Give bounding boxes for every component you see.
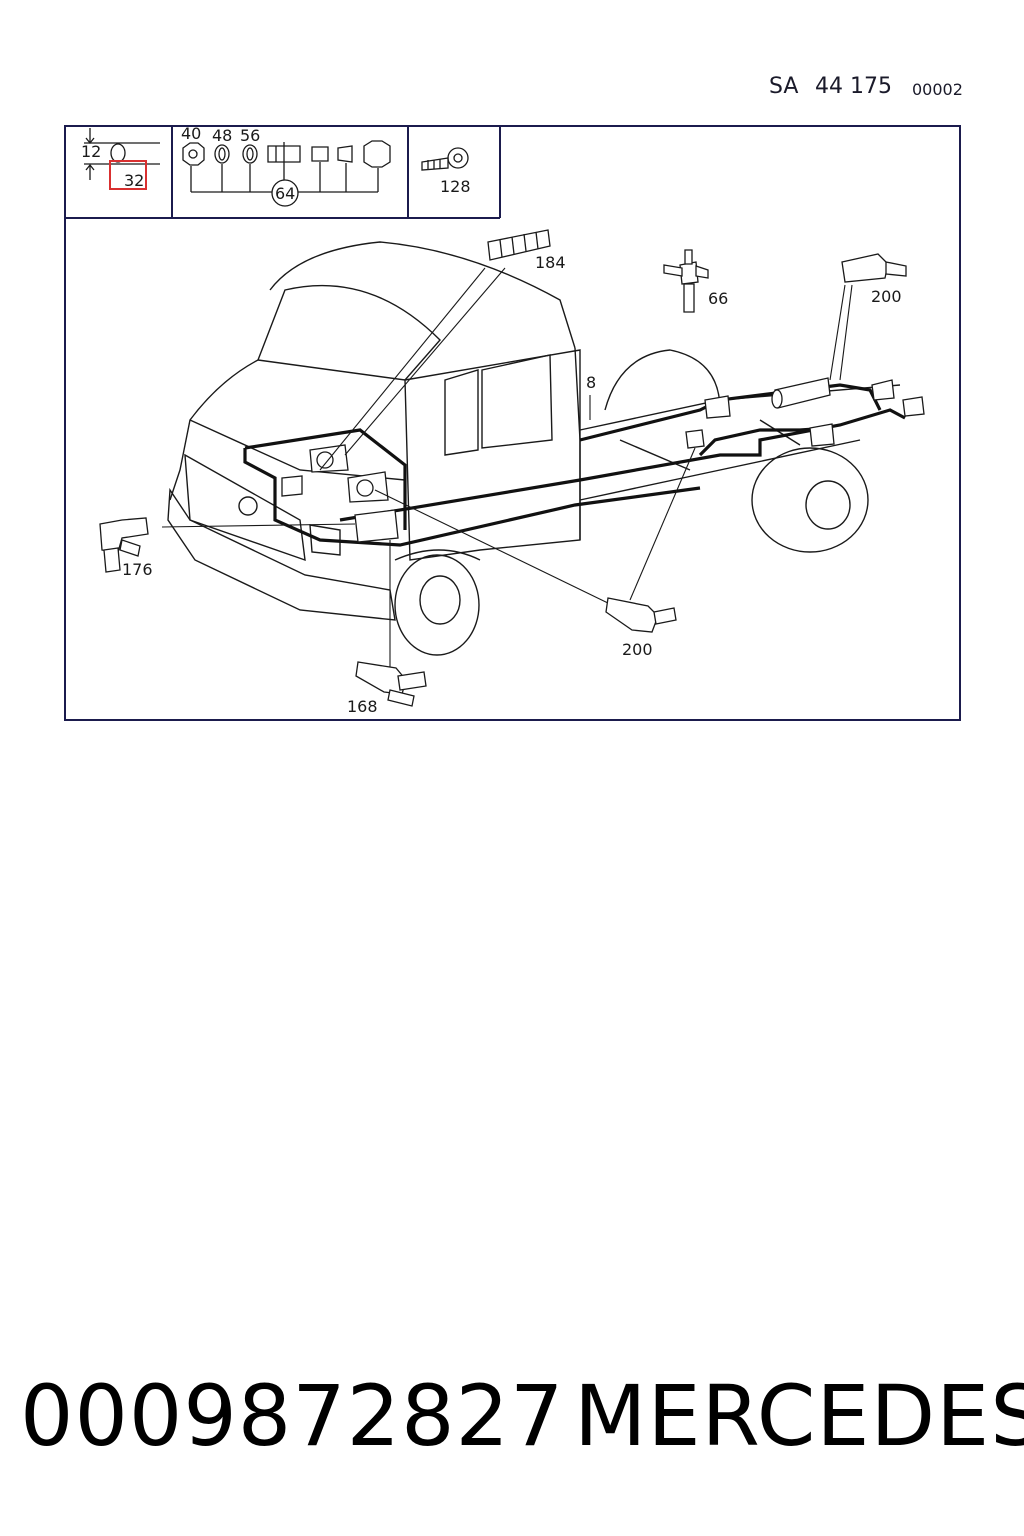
truck-drawing [167, 241, 901, 656]
elbow-200-top-icon [841, 253, 889, 283]
front-wheel [394, 554, 480, 656]
callout-66: 66 [708, 289, 728, 308]
sleeve-icon [311, 146, 329, 162]
callout-48: 48 [212, 126, 232, 145]
sa-number: 44 175 [815, 74, 892, 99]
modulator-icon [354, 509, 399, 543]
olive-icon [337, 145, 353, 163]
tee-66-icon [679, 261, 699, 285]
rear-wheel [751, 447, 869, 553]
reservoir-icon [774, 377, 831, 409]
banjo-fitting-icon [421, 147, 469, 171]
bumper [167, 487, 396, 621]
callout-200-top: 200 [871, 287, 902, 306]
callout-8: 8 [586, 373, 596, 392]
callout-176: 176 [122, 560, 153, 579]
ring-56-icon [242, 144, 258, 164]
elbow-200-bottom-icon [605, 597, 659, 633]
highlight-box-32 [109, 160, 147, 190]
leader-lines [161, 267, 853, 680]
dimension-cell [84, 128, 160, 180]
sa-label: SA [769, 74, 799, 99]
callout-40: 40 [181, 124, 201, 143]
components [281, 377, 925, 543]
cab-roof [269, 241, 576, 349]
headlight [309, 524, 341, 556]
nut-40-icon [182, 142, 205, 166]
chassis-rail-bottom [579, 439, 861, 501]
side-window [444, 369, 479, 456]
nut-icon [363, 140, 391, 168]
ring-48-icon [214, 144, 230, 164]
part-number: 0009872827 [20, 1367, 565, 1465]
loose-parts [99, 229, 907, 707]
cross-member [619, 419, 801, 471]
callout-32: 32 [124, 171, 144, 190]
front-wheel-arch [394, 549, 481, 561]
tee-icon [902, 396, 925, 417]
tee-icon [685, 429, 705, 449]
callout-12: 12 [81, 142, 101, 161]
fittings-set [182, 140, 391, 207]
callout-168: 168 [347, 697, 378, 716]
callout-56: 56 [240, 126, 260, 145]
door [404, 349, 581, 561]
tee-icon [871, 379, 895, 401]
cab-back [574, 347, 581, 540]
diagram-frame [64, 125, 961, 721]
mercedes-star-icon [238, 496, 258, 516]
callout-64: 64 [275, 184, 295, 203]
rear-window [481, 354, 553, 449]
union-icon [267, 145, 301, 163]
parts-diagram: 12 32 40 48 56 64 128 [64, 124, 961, 721]
windshield [257, 284, 441, 381]
rear-wheel-upper [604, 349, 721, 411]
connector-184-icon [487, 229, 551, 261]
callout-200-bottom: 200 [622, 640, 653, 659]
actuator-icon [281, 475, 303, 497]
rear-valve-icon [704, 395, 731, 419]
brand-name: MERCEDES [574, 1367, 1024, 1465]
chassis-rail-top [579, 384, 901, 431]
rear-valve-icon [809, 423, 835, 447]
callout-184: 184 [535, 253, 566, 272]
sheet-code: 00002 [912, 80, 963, 99]
hood [189, 419, 406, 481]
grille [184, 453, 306, 562]
callout-128: 128 [440, 177, 471, 196]
cab-front [169, 359, 259, 501]
